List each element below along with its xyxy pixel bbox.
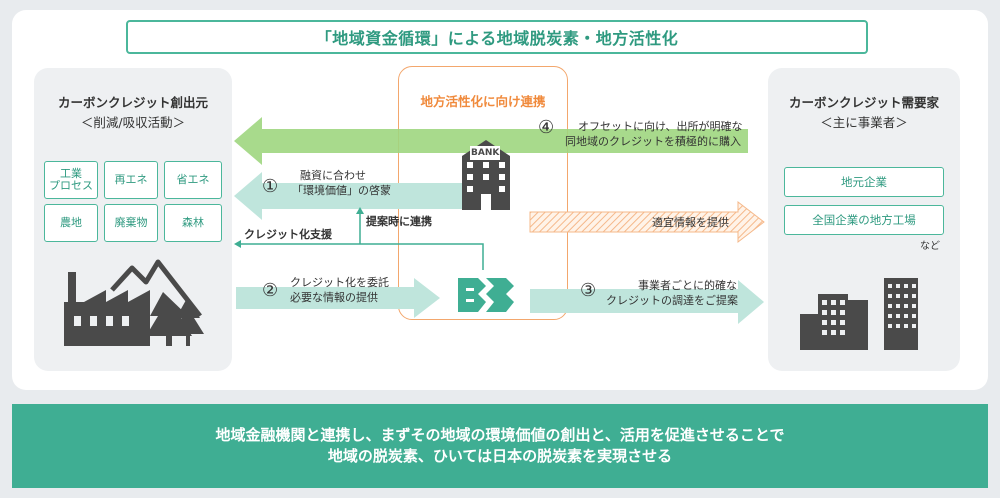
flow-3-line1: 事業者ごとに的確な xyxy=(638,279,737,292)
chip-renewable: 再エネ xyxy=(104,161,158,199)
flow-4-number: ④ xyxy=(538,117,555,138)
chip-forest: 森林 xyxy=(164,204,222,242)
credit-creator-subtitle: ＜削減/吸収活動＞ xyxy=(80,115,186,130)
flow-4-line2: 同地域のクレジットを積極的に購入 xyxy=(565,135,741,148)
proposal-arrowhead xyxy=(356,207,364,214)
chip-industrial-process: 工業 プロセス xyxy=(44,161,98,199)
collaboration-title: 地方活性化に向け連携 xyxy=(420,94,546,109)
factory-icon xyxy=(64,259,204,346)
diagram-title: 「地域資金循環」による地域脱炭素・地方活性化 xyxy=(126,20,868,54)
buyer-etc-note: など xyxy=(920,241,940,252)
credit-support-label: クレジット化支援 xyxy=(244,228,332,241)
credit-buyer-title: カーボンクレジット需要家 xyxy=(788,95,939,110)
chip-waste: 廃棄物 xyxy=(104,204,158,242)
flow-3-line2: クレジットの調達をご提案 xyxy=(606,294,738,307)
flow-4-line1: オフセットに向け、出所が明確な xyxy=(578,120,743,133)
flow-1-number: ① xyxy=(262,176,279,197)
proposal-label: 提案時に連携 xyxy=(366,215,432,228)
flow-1-line1: 融資に合わせ xyxy=(300,169,366,182)
arrow-purchase xyxy=(234,117,748,165)
bank-label: BANK xyxy=(470,146,501,160)
flow-2-line2: 必要な情報の提供 xyxy=(290,291,378,304)
chip-energy-saving: 省エネ xyxy=(164,161,222,199)
conclusion-line2: 地域の脱炭素、ひいては日本の脱炭素を実現させる xyxy=(327,447,673,465)
flow-1-line2: 「環境価値」の啓蒙 xyxy=(292,184,391,197)
chip-farmland: 農地 xyxy=(44,204,98,242)
chip-national-factory: 全国企業の地方工場 xyxy=(784,205,944,235)
bb-logo-icon xyxy=(458,278,514,312)
credit-support-arrowhead xyxy=(234,240,241,248)
conclusion-line1: 地域金融機関と連携し、まずその地域の環境価値の創出と、活用を促進させることで xyxy=(215,426,785,444)
arrow-propose xyxy=(530,280,764,324)
chip-local-company: 地元企業 xyxy=(784,167,944,197)
arrow-entrust xyxy=(236,278,440,318)
conclusion-banner: 地域金融機関と連携し、まずその地域の環境価値の創出と、活用を促進させることで 地… xyxy=(12,404,988,488)
arrow-info xyxy=(529,200,765,244)
credit-support-line xyxy=(238,243,484,270)
arrow-enlighten xyxy=(234,172,462,220)
info-label: 適宜情報を提供 xyxy=(652,216,729,229)
flow-3-number: ③ xyxy=(580,280,597,301)
flow-2-line1: クレジット化を委託 xyxy=(290,276,389,289)
credit-buyer-subtitle: ＜主に事業者＞ xyxy=(820,115,908,130)
flow-2-number: ② xyxy=(262,280,279,301)
credit-creator-title: カーボンクレジット創出元 xyxy=(57,95,208,110)
office-buildings-icon xyxy=(800,278,918,350)
